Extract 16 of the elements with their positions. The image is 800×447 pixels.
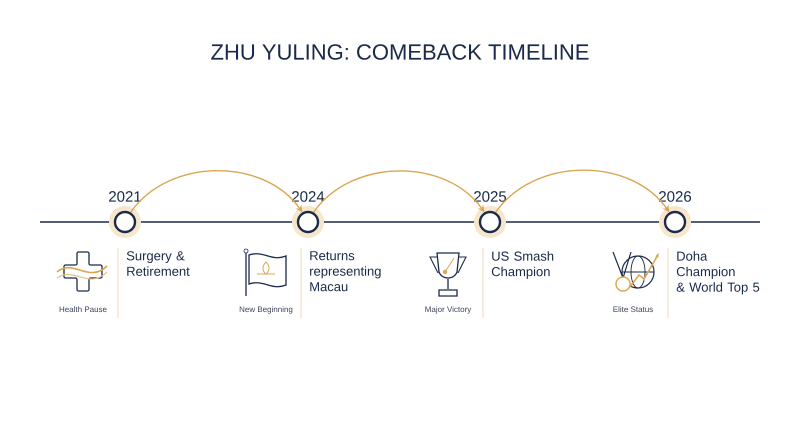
icon-caption: Health Pause	[60, 306, 107, 312]
milestone-circle	[474, 206, 506, 238]
milestone-circle	[292, 206, 324, 238]
year-label: 2026	[659, 191, 692, 202]
arrow	[130, 170, 302, 213]
year-label: 2024	[292, 191, 324, 202]
icon-caption: Elite Status	[613, 306, 653, 312]
title: ZHU YULING: COMEBACK TIMELINE	[211, 44, 589, 60]
arrow	[495, 170, 670, 213]
milestone-circle	[659, 206, 691, 238]
icon-caption: Major Victory	[425, 306, 472, 314]
icon-caption: New Beginning	[240, 306, 292, 314]
year-label: 2021	[109, 191, 141, 202]
milestone-circle	[109, 206, 141, 238]
arrow	[313, 170, 484, 213]
year-label: 2025	[474, 191, 506, 202]
